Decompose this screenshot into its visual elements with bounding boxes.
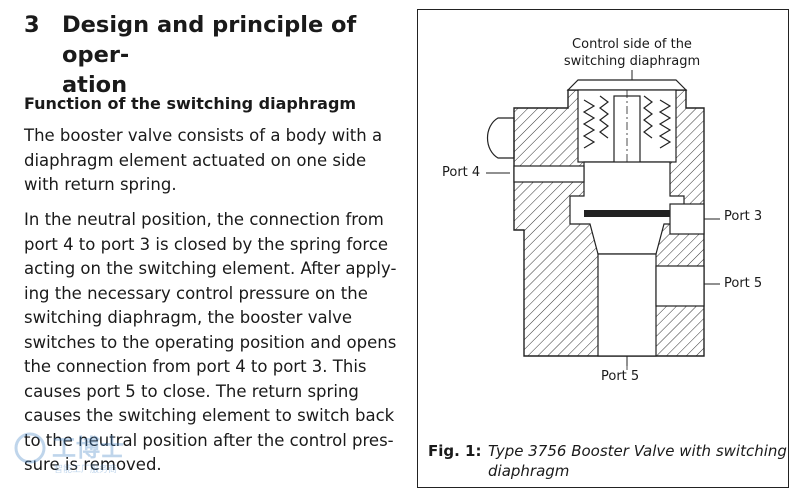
label-port-4: Port 4: [442, 165, 480, 180]
paragraph-line: to the neutral position after the contro…: [24, 430, 394, 450]
port-5-outlet: [597, 253, 657, 357]
watermark-subtext: 智能工厂服务商: [54, 463, 117, 475]
caption-line1: Type 3756 Booster Valve with switching: [488, 442, 787, 460]
switching-diaphragm: [584, 210, 670, 217]
section-title-line1: Design and principle of oper-: [62, 12, 357, 68]
port-4-channel: [513, 165, 585, 183]
paragraph-line: causes port 5 to close. The return sprin…: [24, 381, 359, 401]
port-5-side-channel: [655, 265, 705, 307]
caption-text: Type 3756 Booster Valve with switching d…: [488, 441, 787, 481]
section-number: 3: [24, 12, 40, 38]
paragraph-line: switching diaphragm, the booster valve: [24, 308, 353, 327]
paragraph-1: The booster valve consists of a body wit…: [24, 124, 404, 198]
label-port-3: Port 3: [724, 209, 762, 224]
label-control-side-line1: Control side of the: [572, 37, 692, 52]
port-3-channel: [669, 203, 705, 235]
return-springs: [582, 95, 672, 149]
label-port-5-right: Port 5: [724, 276, 762, 291]
paragraph-line: switches to the operating position and o…: [24, 332, 397, 352]
paragraph-line: port 4 to port 3 is closed by the spring…: [24, 234, 389, 254]
caption-label: Fig. 1:: [428, 442, 482, 460]
valve-cross-section-diagram: Control side of the switching diaphragm …: [442, 37, 762, 384]
diaphragm-cap: [566, 79, 688, 91]
paragraph-line: sure is removed.: [24, 455, 162, 474]
paragraph-line: diaphragm element actuated on one side: [24, 150, 367, 170]
paragraph-line: ing the necessary control pressure on th…: [24, 283, 368, 303]
section-title: Design and principle of oper- ation: [62, 10, 402, 100]
paragraph-line: acting on the switching element. After a…: [24, 259, 397, 278]
paragraph-line: with return spring.: [24, 175, 177, 194]
valve-drawing: Control side of the switching diaphragm …: [418, 10, 788, 430]
paragraph-line: the connection from port 4 to port 3. Th…: [24, 357, 367, 376]
caption-line2: diaphragm: [488, 462, 570, 480]
watermark-logo: 工博士 智能工厂服务商: [8, 412, 158, 492]
figure-box: Control side of the switching diaphragm …: [417, 9, 789, 488]
paragraph-2: In the neutral position, the connection …: [24, 208, 404, 478]
section-title-line2: ation: [62, 72, 128, 98]
paragraph-line: In the neutral position, the connection …: [24, 210, 384, 229]
label-port-5-bottom: Port 5: [601, 369, 639, 384]
watermark-text: 工博士: [52, 434, 124, 462]
gauge-bump: [486, 117, 515, 159]
paragraph-line: causes the switching element to switch b…: [24, 406, 395, 425]
label-control-side-line2: switching diaphragm: [564, 54, 700, 69]
paragraph-line: The booster valve consists of a body wit…: [24, 126, 383, 145]
subheading: Function of the switching diaphragm: [24, 94, 357, 113]
